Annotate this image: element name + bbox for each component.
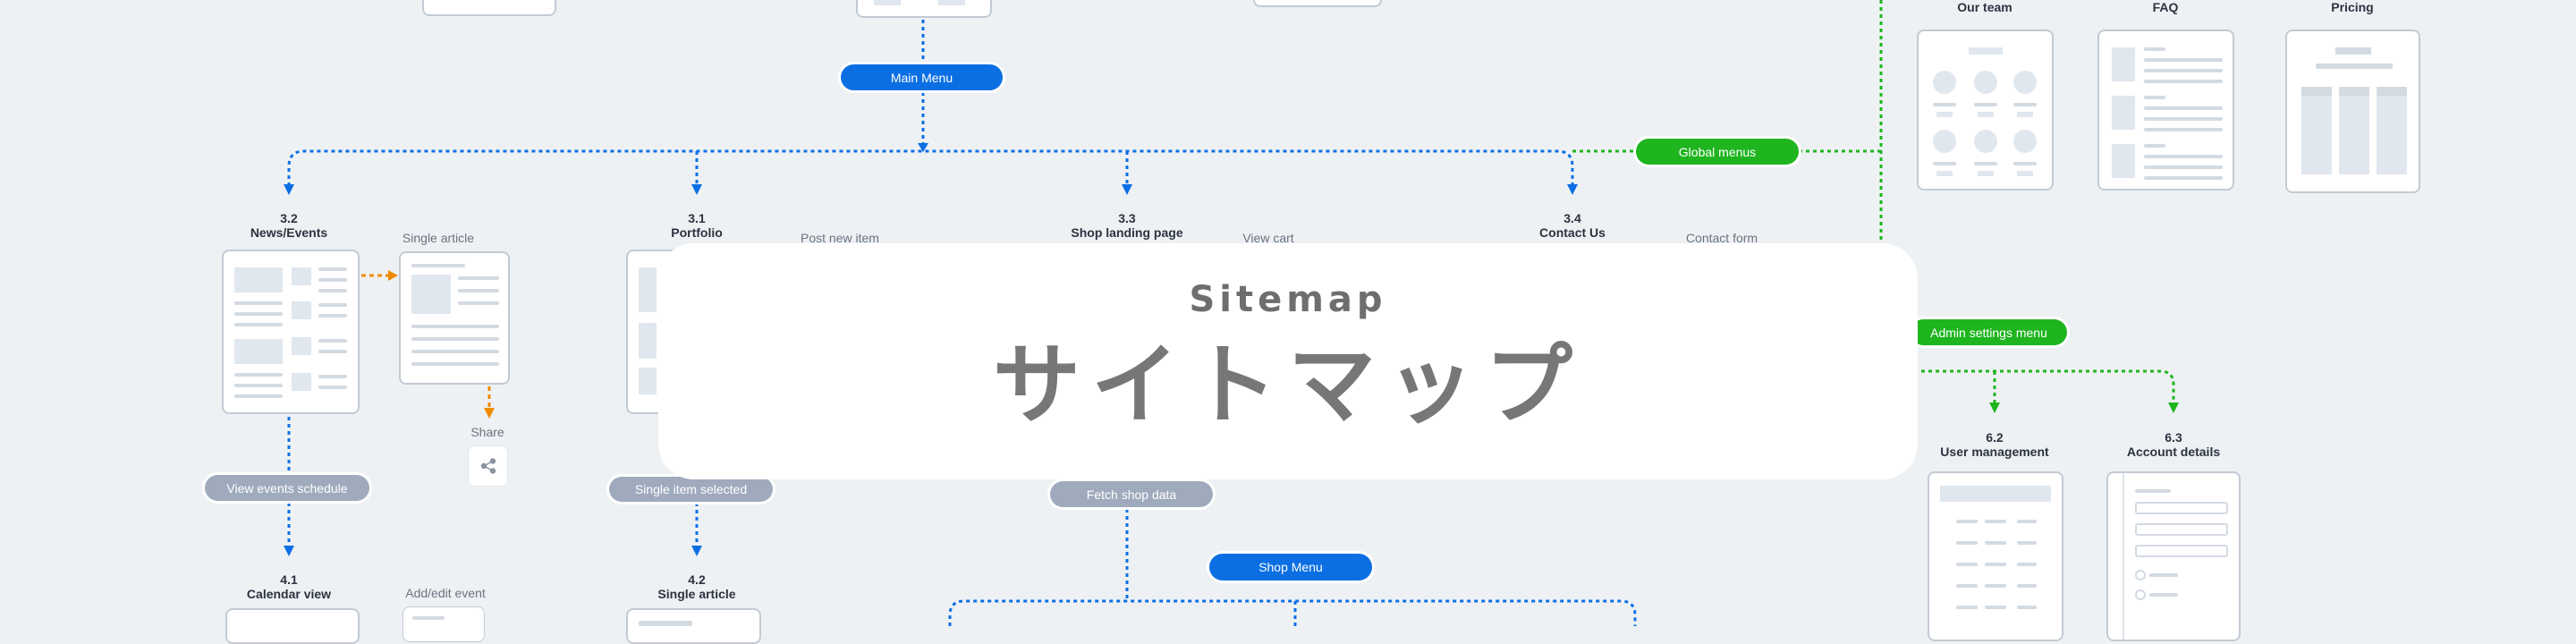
arrow-article-icon: [388, 270, 398, 281]
page-number: 3.1: [688, 211, 706, 225]
page-number: 3.3: [1118, 211, 1136, 225]
main-menu-button[interactable]: Main Menu: [841, 64, 1003, 90]
title-japanese: サイトマップ: [992, 335, 1583, 436]
page-number: 6.2: [1986, 430, 2004, 445]
page-number: 6.3: [2165, 430, 2182, 445]
arrow-shop-icon: [1122, 184, 1132, 195]
wireframe-user-management: [1928, 471, 2063, 641]
wireframe-single-article-4-2: [626, 608, 761, 644]
admin-settings-menu-button[interactable]: Admin settings menu: [1911, 319, 2067, 345]
main-branch-line: [287, 149, 1574, 186]
label-add-edit-event: Add/edit event: [405, 586, 486, 600]
global-menus-button[interactable]: Global menus: [1636, 139, 1799, 165]
arrow-calendar-icon: [284, 546, 294, 556]
page-name: Account details: [2126, 445, 2221, 459]
label-pricing: Pricing: [2331, 0, 2374, 14]
page-number: 4.2: [688, 572, 706, 587]
arrow-user-mgmt-icon: [1989, 402, 2000, 413]
label-view-cart: View cart: [1242, 231, 1294, 245]
page-number: 3.2: [280, 211, 298, 225]
wireframe-our-team: [1917, 30, 2054, 191]
page-name: Shop landing page: [1071, 225, 1183, 240]
arrow-news-icon: [284, 184, 294, 195]
wireframe-single-article: [399, 251, 510, 385]
wireframe-pricing: [2285, 30, 2420, 193]
page-name: Single article: [657, 587, 736, 601]
label-share: Share: [470, 425, 504, 439]
admin-branch-line: [1914, 369, 2175, 404]
arrow-main-icon: [918, 143, 928, 152]
wireframe-faq: [2097, 30, 2234, 191]
arrow-contact-icon: [1567, 184, 1578, 195]
single-item-selected-button[interactable]: Single item selected: [609, 477, 773, 502]
wireframe-calendar: [225, 608, 360, 644]
label-single-article: Single article: [402, 231, 475, 245]
page-name: Calendar view: [246, 587, 332, 601]
wireframe-top-1: [422, 0, 556, 16]
wireframe-account-details: [2106, 471, 2241, 641]
wireframe-news-events: [222, 250, 360, 414]
shop-menu-button[interactable]: Shop Menu: [1209, 554, 1372, 580]
page-number: 4.1: [280, 572, 298, 587]
arrow-portfolio-icon: [691, 184, 702, 195]
label-our-team: Our team: [1957, 0, 2012, 14]
label-post-new-item: Post new item: [801, 231, 879, 245]
arrow-single-article-icon: [691, 546, 702, 556]
page-name: Contact Us: [1539, 225, 1606, 240]
wireframe-add-edit-event: [402, 606, 485, 642]
arrow-account-icon: [2168, 402, 2179, 413]
title-card: Sitemap サイトマップ: [658, 243, 1918, 479]
wireframe-top-2: [856, 0, 992, 18]
title-english: Sitemap: [1189, 279, 1387, 320]
share-icon: [480, 458, 496, 474]
page-name: News/Events: [250, 225, 328, 240]
page-number: 3.4: [1563, 211, 1581, 225]
arrow-share-icon: [484, 408, 495, 419]
label-faq: FAQ: [2152, 0, 2179, 14]
label-contact-form: Contact form: [1685, 231, 1758, 245]
page-name: Portfolio: [671, 225, 723, 240]
shop-branch-line: [948, 599, 1637, 626]
view-events-schedule-button[interactable]: View events schedule: [205, 475, 369, 501]
share-button[interactable]: [468, 445, 508, 487]
page-name: User management: [1940, 445, 2049, 459]
fetch-shop-data-button[interactable]: Fetch shop data: [1050, 481, 1213, 507]
